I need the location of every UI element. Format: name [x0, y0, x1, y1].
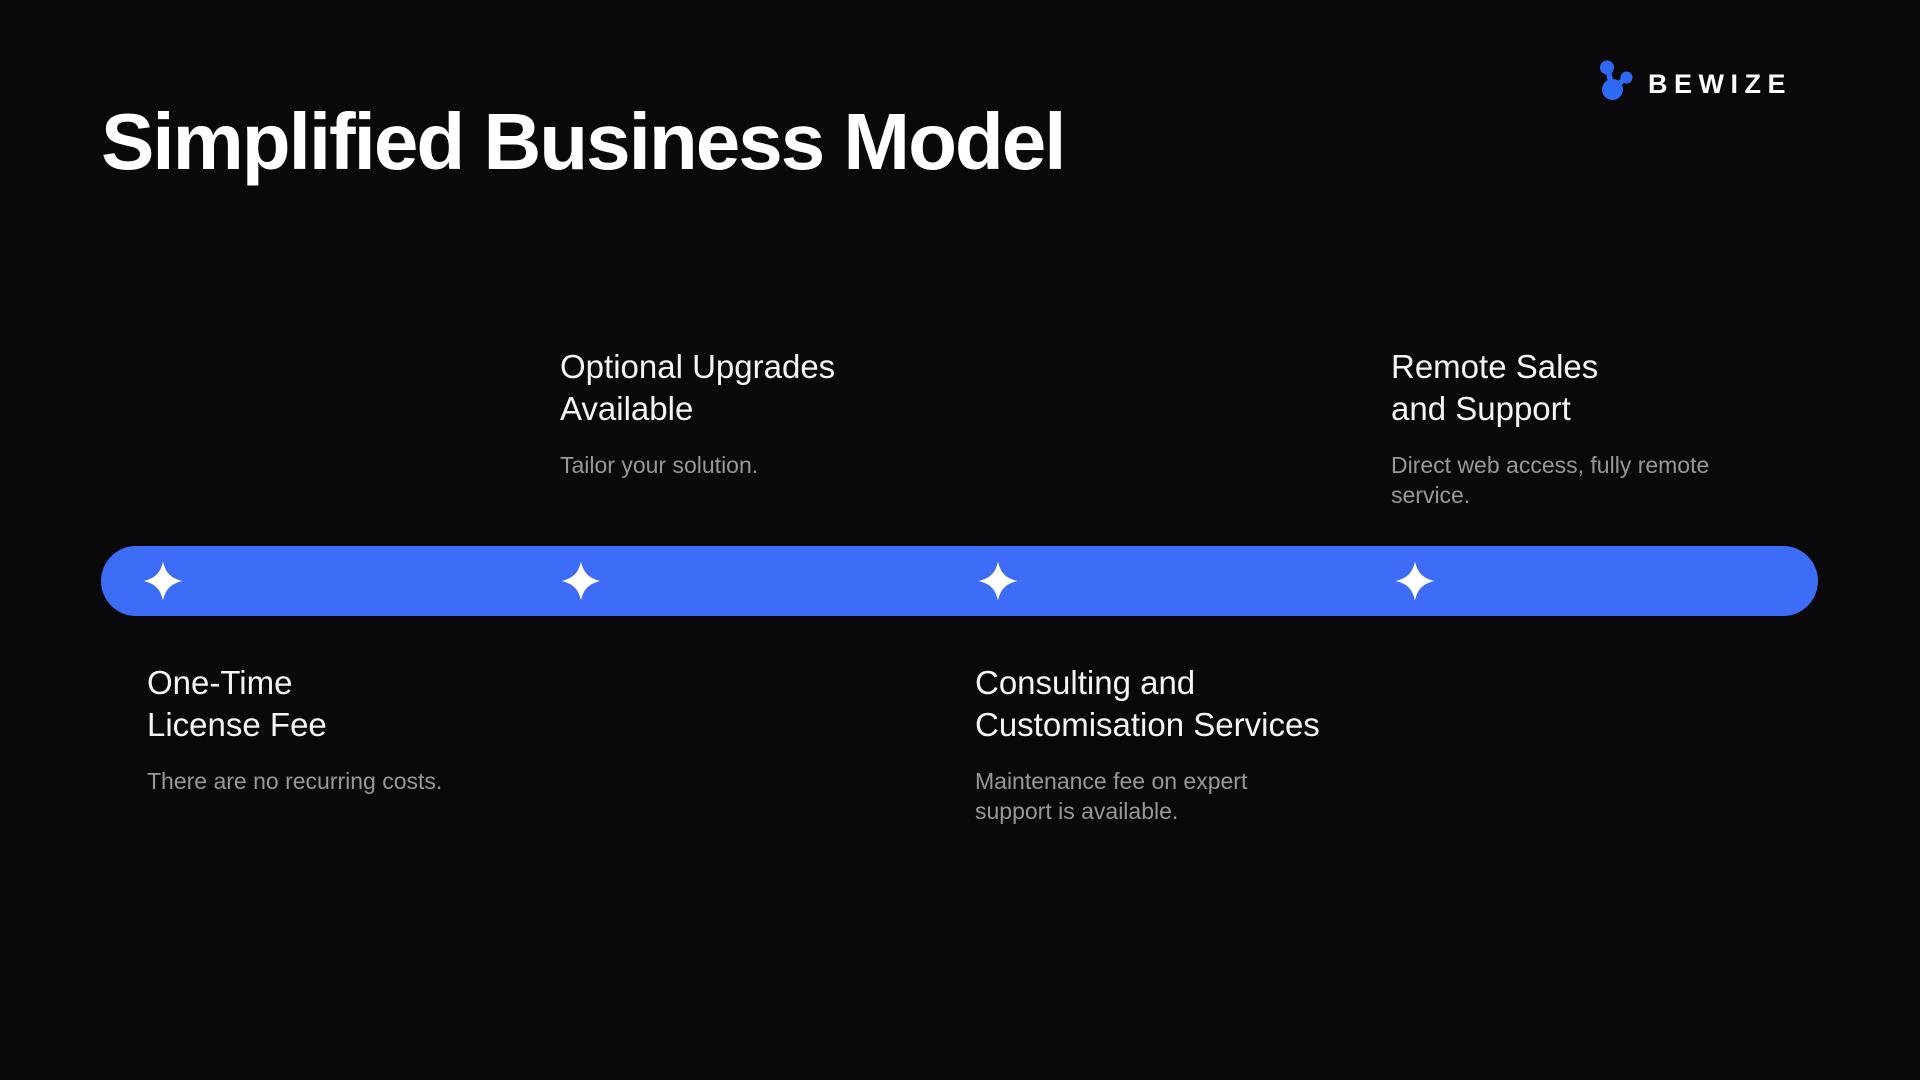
milestone-description-line: Tailor your solution. — [560, 452, 759, 478]
brand-name: BEWIZE — [1648, 68, 1792, 99]
milestone-description: Maintenance fee on expert support is ava… — [975, 766, 1435, 826]
milestone-title-line: Consulting and — [975, 664, 1196, 701]
milestone-consulting-customisation: Consulting and Customisation Services Ma… — [975, 662, 1435, 826]
milestone-title: Optional Upgrades Available — [560, 346, 1020, 430]
milestone-description: Direct web access, fully remote service. — [1391, 450, 1851, 510]
sparkle-icon — [977, 560, 1019, 602]
milestone-title: Consulting and Customisation Services — [975, 662, 1435, 746]
milestone-description: Tailor your solution. — [560, 450, 1020, 480]
milestone-description-line: Direct web access, fully remote — [1391, 452, 1710, 478]
milestone-title-line: Remote Sales — [1391, 348, 1599, 385]
milestone-title-line: and Support — [1391, 390, 1571, 427]
milestone-title-line: License Fee — [147, 706, 327, 743]
sparkle-icon — [560, 560, 602, 602]
milestone-description-line: support is available. — [975, 798, 1179, 824]
milestone-title-line: Available — [560, 390, 694, 427]
timeline-bar — [101, 546, 1818, 616]
milestone-description-line: Maintenance fee on expert — [975, 768, 1248, 794]
page-title: Simplified Business Model — [101, 97, 1067, 186]
molecule-icon — [1597, 56, 1637, 108]
milestone-title-line: One-Time — [147, 664, 293, 701]
milestone-title-line: Customisation Services — [975, 706, 1320, 743]
milestone-one-time-license-fee: One-Time License Fee There are no recurr… — [147, 662, 607, 796]
milestone-description-line: service. — [1391, 482, 1471, 508]
sparkle-icon — [1394, 560, 1436, 602]
milestone-title: One-Time License Fee — [147, 662, 607, 746]
milestone-description: There are no recurring costs. — [147, 766, 607, 796]
milestone-remote-sales-support: Remote Sales and Support Direct web acce… — [1391, 346, 1851, 510]
milestone-description-line: There are no recurring costs. — [147, 768, 443, 794]
milestone-title-line: Optional Upgrades — [560, 348, 836, 385]
milestone-optional-upgrades: Optional Upgrades Available Tailor your … — [560, 346, 1020, 480]
milestone-title: Remote Sales and Support — [1391, 346, 1851, 430]
brand-logo: BEWIZE — [1597, 56, 1792, 108]
sparkle-icon — [142, 560, 184, 602]
